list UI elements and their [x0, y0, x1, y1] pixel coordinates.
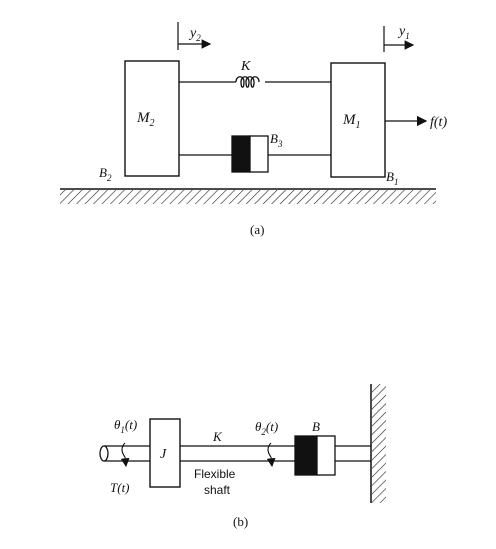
figure-b: J K Flexible shaft B θ1(t) T(t)	[99, 384, 386, 529]
stiffness-k-label: K	[212, 429, 223, 444]
displacement-y1-label: y1	[397, 24, 410, 41]
displacement-y1-arrow	[383, 26, 415, 52]
damper-b-label: B	[312, 419, 320, 434]
mass-m2-label: M2	[136, 110, 155, 129]
damper-b3	[179, 135, 331, 173]
caption-a: (a)	[250, 222, 264, 237]
damper-b	[294, 435, 371, 476]
theta1-rotation-arrow	[120, 442, 130, 468]
theta1-label: θ1(t)	[114, 417, 137, 435]
friction-b2-label: B2	[99, 165, 112, 183]
mass-m1-block	[330, 62, 386, 178]
inertia-j-block	[149, 418, 181, 488]
theta2-rotation-arrow	[266, 442, 276, 468]
mass-m2-block	[124, 60, 180, 177]
force-f-label: f(t)	[430, 115, 447, 130]
damper-b3-label: B3	[270, 131, 283, 149]
spring-k	[179, 76, 331, 88]
figure-a: M2 M1 K B3 B2 B1 y2	[60, 22, 447, 237]
displacement-y2-label: y2	[188, 26, 201, 43]
caption-b: (b)	[233, 514, 248, 529]
torque-t-label: T(t)	[110, 480, 130, 495]
inertia-j-label: J	[160, 447, 167, 462]
spring-k-label: K	[240, 59, 251, 74]
theta2-label: θ2(t)	[255, 419, 278, 437]
shaft-label-line1: Flexible	[194, 467, 236, 481]
mass-m1-label: M1	[342, 112, 361, 131]
displacement-y2-arrow	[177, 22, 212, 50]
wall	[370, 384, 386, 503]
flexible-shaft	[180, 445, 295, 462]
friction-b1-label: B1	[386, 169, 398, 187]
shaft-label-line2: shaft	[204, 483, 231, 497]
ground-a	[60, 188, 436, 204]
